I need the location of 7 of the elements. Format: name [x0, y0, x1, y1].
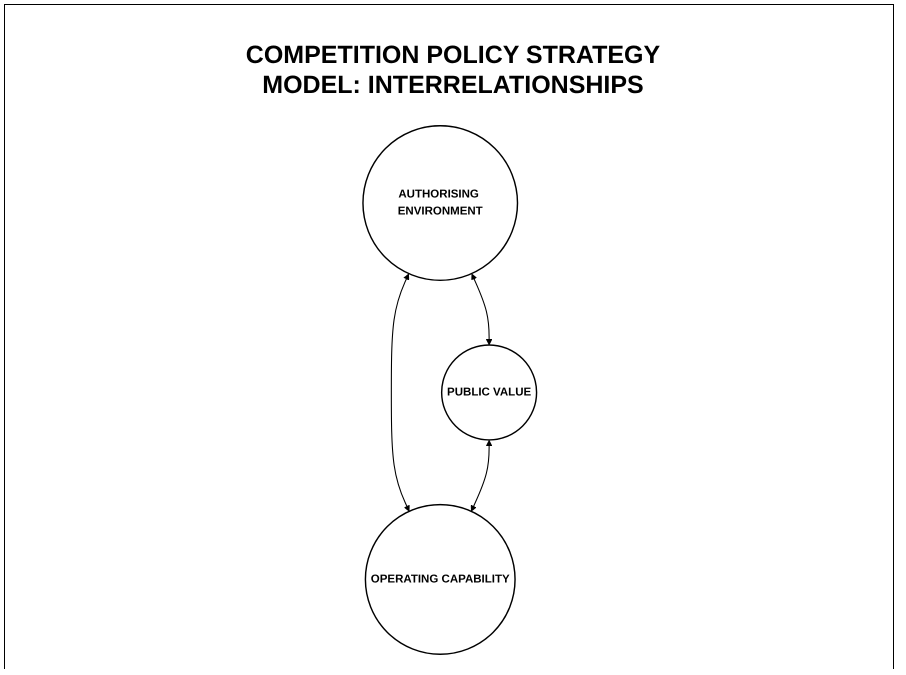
- node-circle: OPERATING CAPABILITY: [364, 504, 516, 655]
- arrow: [471, 440, 493, 512]
- arrow: [391, 274, 410, 512]
- node-circle: AUTHORISING ENVIRONMENT: [362, 125, 518, 282]
- node-circle: PUBLIC VALUE: [441, 344, 538, 441]
- diagram-title: COMPETITION POLICY STRATEGY MODEL: INTERRELATIONSHIPS: [244, 40, 662, 100]
- arrow: [471, 274, 493, 346]
